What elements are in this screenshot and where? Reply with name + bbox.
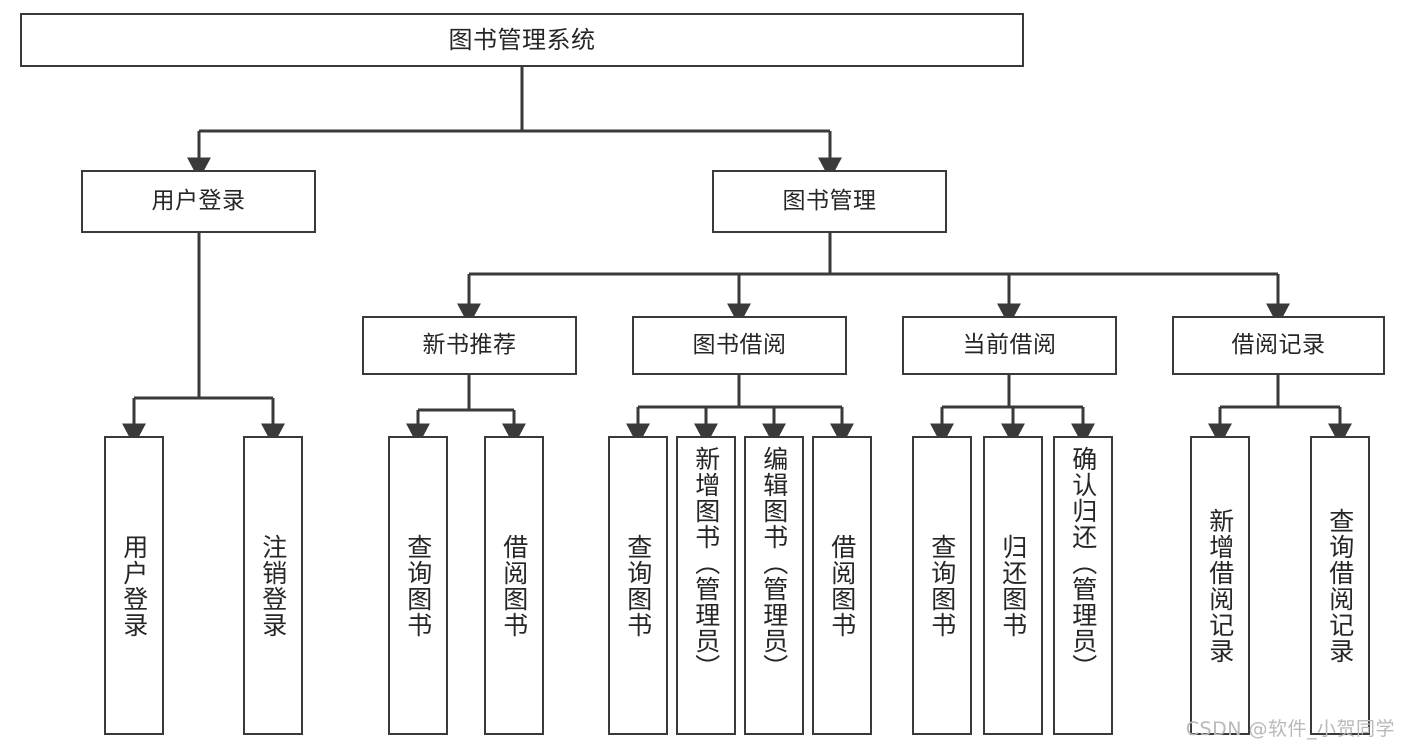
- leaf-book-borrow-borrow-books[interactable]: 借阅图书: [812, 436, 872, 735]
- node-label: 编辑图书（管理员）: [759, 446, 789, 680]
- leaf-current-borrow-query-books[interactable]: 查询图书: [912, 436, 972, 735]
- node-label: 借阅记录: [1231, 331, 1326, 358]
- node-new-book-recommendation[interactable]: 新书推荐: [362, 316, 577, 375]
- node-label: 借阅图书: [827, 533, 857, 638]
- node-label: 图书管理系统: [448, 25, 596, 54]
- node-label: 图书管理: [782, 187, 877, 214]
- leaf-new-book-borrow-books[interactable]: 借阅图书: [484, 436, 544, 735]
- node-label: 查询借阅记录: [1325, 507, 1355, 664]
- csdn-watermark: CSDN @软件_小贺同学: [1185, 718, 1395, 740]
- node-label: 新增借阅记录: [1205, 507, 1235, 664]
- leaf-current-borrow-return-books[interactable]: 归还图书: [983, 436, 1043, 735]
- leaf-borrow-records-add-record[interactable]: 新增借阅记录: [1190, 436, 1250, 735]
- node-label: 新增图书（管理员）: [691, 446, 721, 680]
- leaf-current-borrow-confirm-return-admin[interactable]: 确认归还（管理员）: [1053, 436, 1113, 735]
- node-book-management[interactable]: 图书管理: [712, 170, 947, 233]
- node-label: 查询图书: [623, 533, 653, 638]
- node-label: 当前借阅: [962, 331, 1057, 358]
- leaf-user-login-signin[interactable]: 用户登录: [104, 436, 164, 735]
- leaf-user-login-signout[interactable]: 注销登录: [243, 436, 303, 735]
- node-label: 用户登录: [151, 187, 246, 214]
- leaf-book-borrow-edit-book-admin[interactable]: 编辑图书（管理员）: [744, 436, 804, 735]
- node-label: 借阅图书: [499, 533, 529, 638]
- node-label: 查询图书: [403, 533, 433, 638]
- node-label: 用户登录: [119, 533, 149, 638]
- node-label: 归还图书: [998, 533, 1028, 638]
- leaf-new-book-query-books[interactable]: 查询图书: [388, 436, 448, 735]
- node-label: 注销登录: [258, 533, 288, 638]
- leaf-borrow-records-query-record[interactable]: 查询借阅记录: [1310, 436, 1370, 735]
- node-user-login[interactable]: 用户登录: [81, 170, 316, 233]
- node-label: 新书推荐: [422, 331, 517, 358]
- leaf-book-borrow-query-books[interactable]: 查询图书: [608, 436, 668, 735]
- node-root-book-management-system[interactable]: 图书管理系统: [20, 13, 1024, 67]
- node-book-borrowing[interactable]: 图书借阅: [632, 316, 847, 375]
- node-label: 图书借阅: [692, 331, 787, 358]
- node-current-borrowing[interactable]: 当前借阅: [902, 316, 1117, 375]
- node-label: 确认归还（管理员）: [1068, 446, 1098, 680]
- node-label: 查询图书: [927, 533, 957, 638]
- node-borrowing-records[interactable]: 借阅记录: [1172, 316, 1385, 375]
- leaf-book-borrow-add-book-admin[interactable]: 新增图书（管理员）: [676, 436, 736, 735]
